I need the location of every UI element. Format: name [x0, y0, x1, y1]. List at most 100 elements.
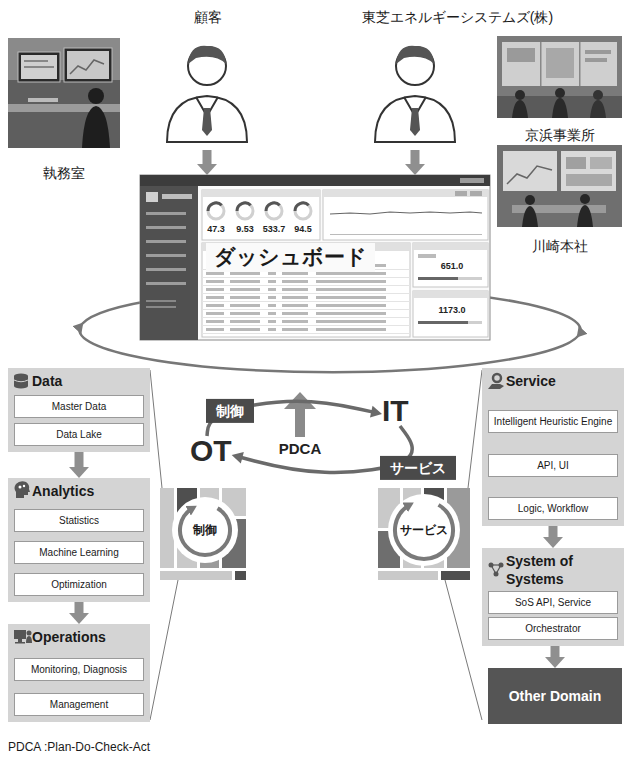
operations-icon — [18, 639, 22, 642]
gauge-value: 47.3 — [207, 224, 225, 235]
panel-box: ServiceIntelligent Heuristic EngineAPI, … — [482, 368, 624, 526]
dashboard-screenshot — [162, 194, 192, 199]
analytics-icon — [23, 485, 25, 487]
node-text: Monitoring, Diagnosis — [17, 663, 141, 676]
database-icon — [14, 380, 28, 382]
pdca-arrow — [295, 407, 305, 437]
keihin-office-photo — [555, 88, 565, 98]
analytics-icon — [19, 486, 22, 489]
panel-heading: Analytics — [14, 482, 144, 500]
node-text: 京浜事業所 — [525, 126, 595, 144]
office-photo — [88, 88, 104, 104]
keihin-office-photo — [497, 36, 622, 118]
office-photo — [21, 55, 57, 79]
panel-heading: Service — [488, 372, 618, 390]
keihin-office-photo — [497, 36, 622, 118]
node-text: サービス — [400, 524, 448, 536]
dashboard-screenshot — [418, 277, 458, 280]
dashboard-screenshot — [413, 243, 488, 287]
kawasaki-office-photo — [497, 145, 622, 227]
service-icon — [488, 384, 504, 389]
dashboard-screenshot — [202, 243, 410, 337]
kawasaki-office-photo — [577, 205, 593, 227]
panel-heading: System of Systems — [488, 552, 618, 588]
dashboard-screenshot — [418, 254, 436, 258]
dashboard-screenshot — [208, 203, 222, 211]
dashboard-screenshot — [140, 186, 198, 340]
dashboard-screenshot — [146, 268, 186, 271]
service-column-icon — [378, 488, 470, 580]
node-text: Optimization — [17, 578, 141, 591]
customer-person-icon — [167, 96, 247, 142]
arrow-head — [405, 164, 425, 175]
arrow-head — [232, 452, 244, 464]
keihin-office-photo — [497, 96, 622, 118]
node-text: Management — [17, 698, 141, 711]
dashboard-screenshot — [323, 190, 488, 240]
customer-person-icon — [188, 46, 226, 64]
arrow-head — [370, 406, 382, 418]
node-text: Master Data — [17, 400, 141, 413]
item-box: SoS API, Service — [488, 591, 618, 614]
kawasaki-office-photo — [503, 151, 557, 191]
photo-frame: 京浜事業所 — [497, 36, 622, 144]
panel-box: AnalyticsStatisticsMachine LearningOptim… — [8, 478, 150, 602]
dashboard-screenshot — [140, 175, 490, 340]
node-text: 制御 — [193, 524, 217, 536]
dashboard-screenshot — [140, 175, 490, 186]
node-text: API, UI — [491, 459, 615, 472]
gauge-value: 1173.0 — [438, 305, 465, 316]
connector-line — [549, 526, 558, 538]
node-text: Data Lake — [17, 428, 141, 441]
person-figure: 顧客 — [160, 8, 255, 150]
connector-line — [75, 602, 84, 614]
dashboard-screenshot — [146, 192, 158, 202]
item-box: Statistics — [14, 509, 144, 532]
caption-text: PDCA :Plan-Do-Check-Act — [8, 740, 150, 756]
connector-arrow — [69, 452, 89, 478]
item-box: Orchestrator — [488, 617, 618, 640]
connector-arrow — [545, 646, 565, 668]
leader-line — [445, 580, 482, 720]
node-text: Other Domain — [509, 688, 602, 704]
dashboard-screenshot — [330, 234, 482, 235]
network-icon — [489, 563, 504, 577]
dashboard-screenshot — [295, 203, 311, 219]
dashboard-screenshot — [146, 254, 186, 257]
dashboard-screenshot — [146, 226, 186, 229]
control-column-icon — [235, 571, 246, 580]
dashboard-screenshot — [455, 191, 467, 196]
edge-label: 制御 — [206, 399, 254, 423]
analytics-icon — [15, 481, 31, 498]
office-photo — [24, 66, 54, 68]
domain-label: OT — [190, 436, 232, 466]
dashboard-screenshot — [202, 262, 410, 334]
node-text: SoS API, Service — [491, 596, 615, 609]
kawasaki-office-photo — [525, 195, 535, 205]
operations-icon — [26, 636, 32, 643]
arrow-head — [545, 657, 565, 668]
domain-box: Other Domain — [488, 668, 622, 724]
node-text: IT — [382, 396, 409, 426]
node-text: Logic, Workflow — [491, 502, 615, 515]
keihin-office-photo — [585, 58, 607, 62]
dashboard-screenshot — [266, 203, 282, 219]
node-text: 執務室 — [43, 164, 85, 182]
keihin-office-photo — [502, 42, 617, 86]
dashboard-screenshot — [460, 178, 484, 183]
network-icon — [496, 565, 501, 574]
dashboard-screenshot — [202, 190, 320, 197]
dashboard-screenshot — [413, 291, 488, 298]
dashboard-screenshot — [413, 243, 488, 250]
item-box: Data Lake — [14, 423, 144, 446]
domain-label: IT — [382, 396, 409, 426]
item-box: Logic, Workflow — [488, 497, 618, 520]
arrow-head — [69, 467, 89, 478]
dashboard-screenshot — [330, 212, 482, 214]
kawasaki-office-photo — [497, 145, 622, 227]
office-photo — [8, 38, 120, 148]
arrow-head — [69, 613, 89, 624]
database-icon — [14, 384, 28, 389]
office-photo — [28, 98, 58, 102]
network-icon — [489, 563, 494, 568]
